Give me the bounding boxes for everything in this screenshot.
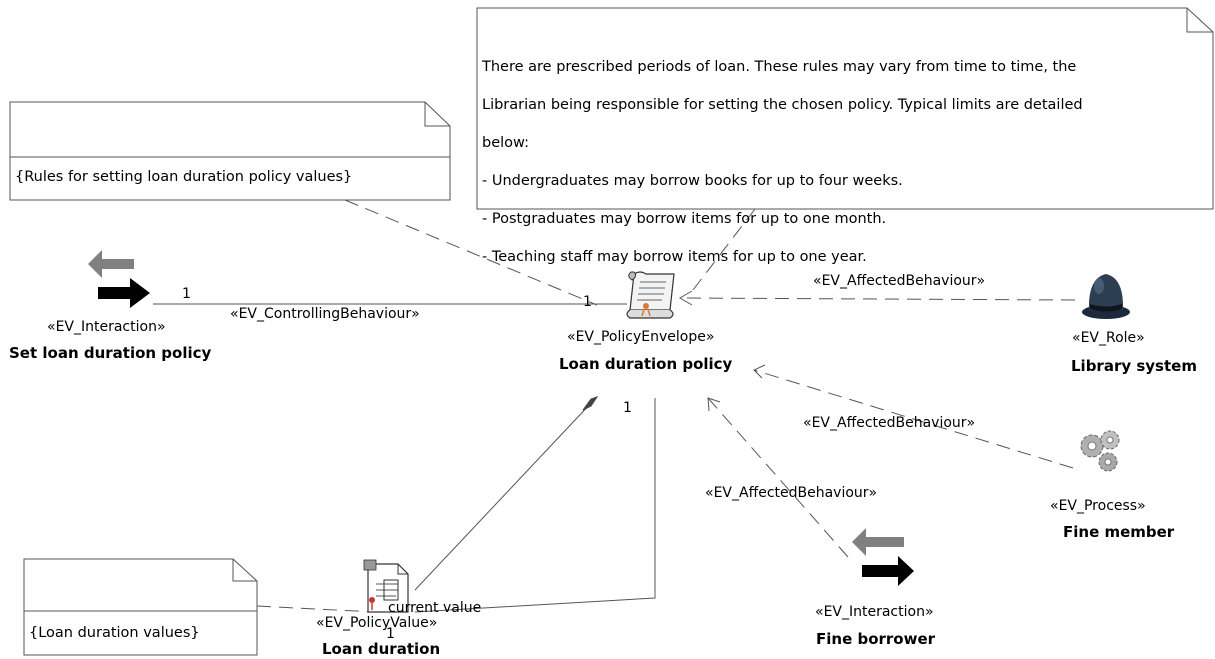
scroll-icon xyxy=(626,271,675,319)
affected-role-arrowhead xyxy=(679,290,693,306)
fine-member-name[interactable]: Fine member xyxy=(1063,523,1175,541)
anchor-values-note[interactable] xyxy=(256,605,376,613)
note-line: Librarian being responsible for setting … xyxy=(482,97,1083,113)
note-policy-periods: There are prescribed periods of loan. Th… xyxy=(482,39,1206,286)
note-line: - Teaching staff may borrow items for up… xyxy=(482,249,867,265)
set-policy-stereotype: «EV_Interaction» xyxy=(47,319,166,335)
note-line: - Undergraduates may borrow books for up… xyxy=(482,173,903,189)
fine-borrower-stereotype: «EV_Interaction» xyxy=(815,604,934,620)
note-line: below: xyxy=(482,135,529,151)
note-line: There are prescribed periods of loan. Th… xyxy=(482,59,1077,75)
policy-stereotype: «EV_PolicyEnvelope» xyxy=(567,329,715,345)
controlling-mult-target: 1 xyxy=(583,294,592,310)
composition-line[interactable] xyxy=(414,401,593,591)
affected-fine-label: «EV_AffectedBehaviour» xyxy=(705,485,878,501)
loan-duration-stereotype: «EV_PolicyValue» xyxy=(316,615,438,631)
composition-mult: 1 xyxy=(623,400,632,416)
note-rules-shape[interactable] xyxy=(9,101,451,201)
affected-role-line[interactable] xyxy=(679,297,1076,301)
anchor-rules-note[interactable] xyxy=(344,199,598,306)
library-system-name[interactable]: Library system xyxy=(1071,357,1197,375)
current-value-role: current value xyxy=(388,600,482,616)
current-value-line[interactable] xyxy=(414,398,656,613)
anchor-periods-note[interactable] xyxy=(692,208,756,291)
set-policy-name[interactable]: Set loan duration policy xyxy=(9,344,212,362)
fine-member-stereotype: «EV_Process» xyxy=(1050,498,1146,514)
controlling-label: «EV_ControllingBehaviour» xyxy=(230,306,420,322)
controlling-mult-source: 1 xyxy=(182,286,191,302)
affected-process-label: «EV_AffectedBehaviour» xyxy=(803,415,976,431)
fine-borrower-name[interactable]: Fine borrower xyxy=(816,630,936,648)
note-rules-text: {Rules for setting loan duration policy … xyxy=(15,169,353,185)
policy-name[interactable]: Loan duration policy xyxy=(559,355,733,373)
gears-icon xyxy=(1080,430,1120,472)
interaction-arrows-icon xyxy=(852,528,914,586)
bowler-hat-icon xyxy=(1082,274,1130,319)
note-line: - Postgraduates may borrow items for up … xyxy=(482,211,887,227)
interaction-arrows-icon xyxy=(88,250,150,308)
affected-fine-line[interactable] xyxy=(707,397,849,558)
affected-process-arrowhead xyxy=(753,364,766,379)
note-policy-periods-shape[interactable] xyxy=(476,7,1214,210)
current-value-mult: 1 xyxy=(386,626,395,642)
affected-role-label: «EV_AffectedBehaviour» xyxy=(813,273,986,289)
policy-document-icon xyxy=(363,559,409,613)
composition-diamond xyxy=(582,396,599,411)
note-values-shape[interactable] xyxy=(23,558,258,656)
loan-duration-name[interactable]: Loan duration xyxy=(322,640,441,658)
affected-fine-arrowhead xyxy=(707,397,721,412)
affected-process-line[interactable] xyxy=(753,369,1074,469)
note-values-text: {Loan duration values} xyxy=(29,625,200,641)
library-system-stereotype: «EV_Role» xyxy=(1072,330,1145,346)
